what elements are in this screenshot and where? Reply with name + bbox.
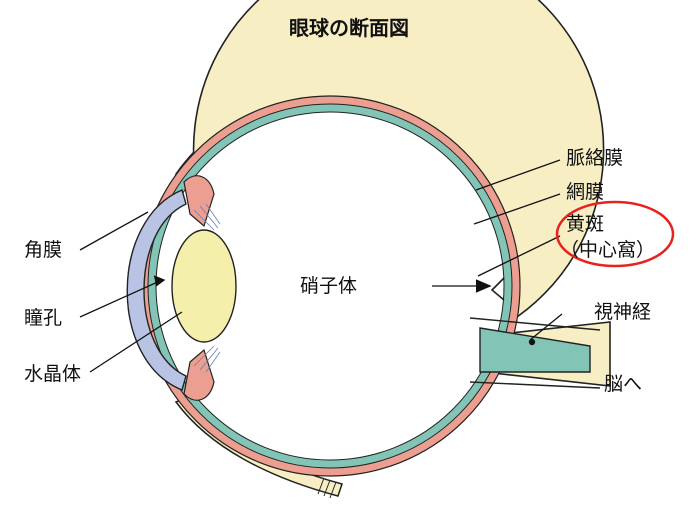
zonule-fibers bbox=[193, 203, 221, 373]
label-to-brain: 脳へ bbox=[604, 373, 643, 395]
label-retina: 網膜 bbox=[566, 181, 605, 203]
macula-highlight-ring bbox=[555, 200, 675, 268]
fovea-notch bbox=[490, 277, 505, 301]
label-lens: 水晶体 bbox=[24, 363, 82, 385]
cornea-shape bbox=[126, 189, 187, 391]
label-vitreous-body: 硝子体 bbox=[300, 275, 358, 297]
pointer-lines bbox=[79, 159, 563, 373]
label-pupil: 瞳孔 bbox=[24, 307, 63, 329]
label-macula: 黄斑 bbox=[566, 213, 605, 235]
diagram-title: 眼球の断面図 bbox=[289, 16, 409, 40]
crystalline-lens bbox=[171, 229, 237, 343]
optic-nerve-shape bbox=[479, 327, 591, 373]
label-choroid: 脈絡膜 bbox=[566, 147, 624, 169]
label-cornea: 角膜 bbox=[24, 239, 63, 261]
label-fovea: （中心窩） bbox=[560, 239, 656, 261]
label-optic-nerve: 視神経 bbox=[594, 301, 652, 323]
